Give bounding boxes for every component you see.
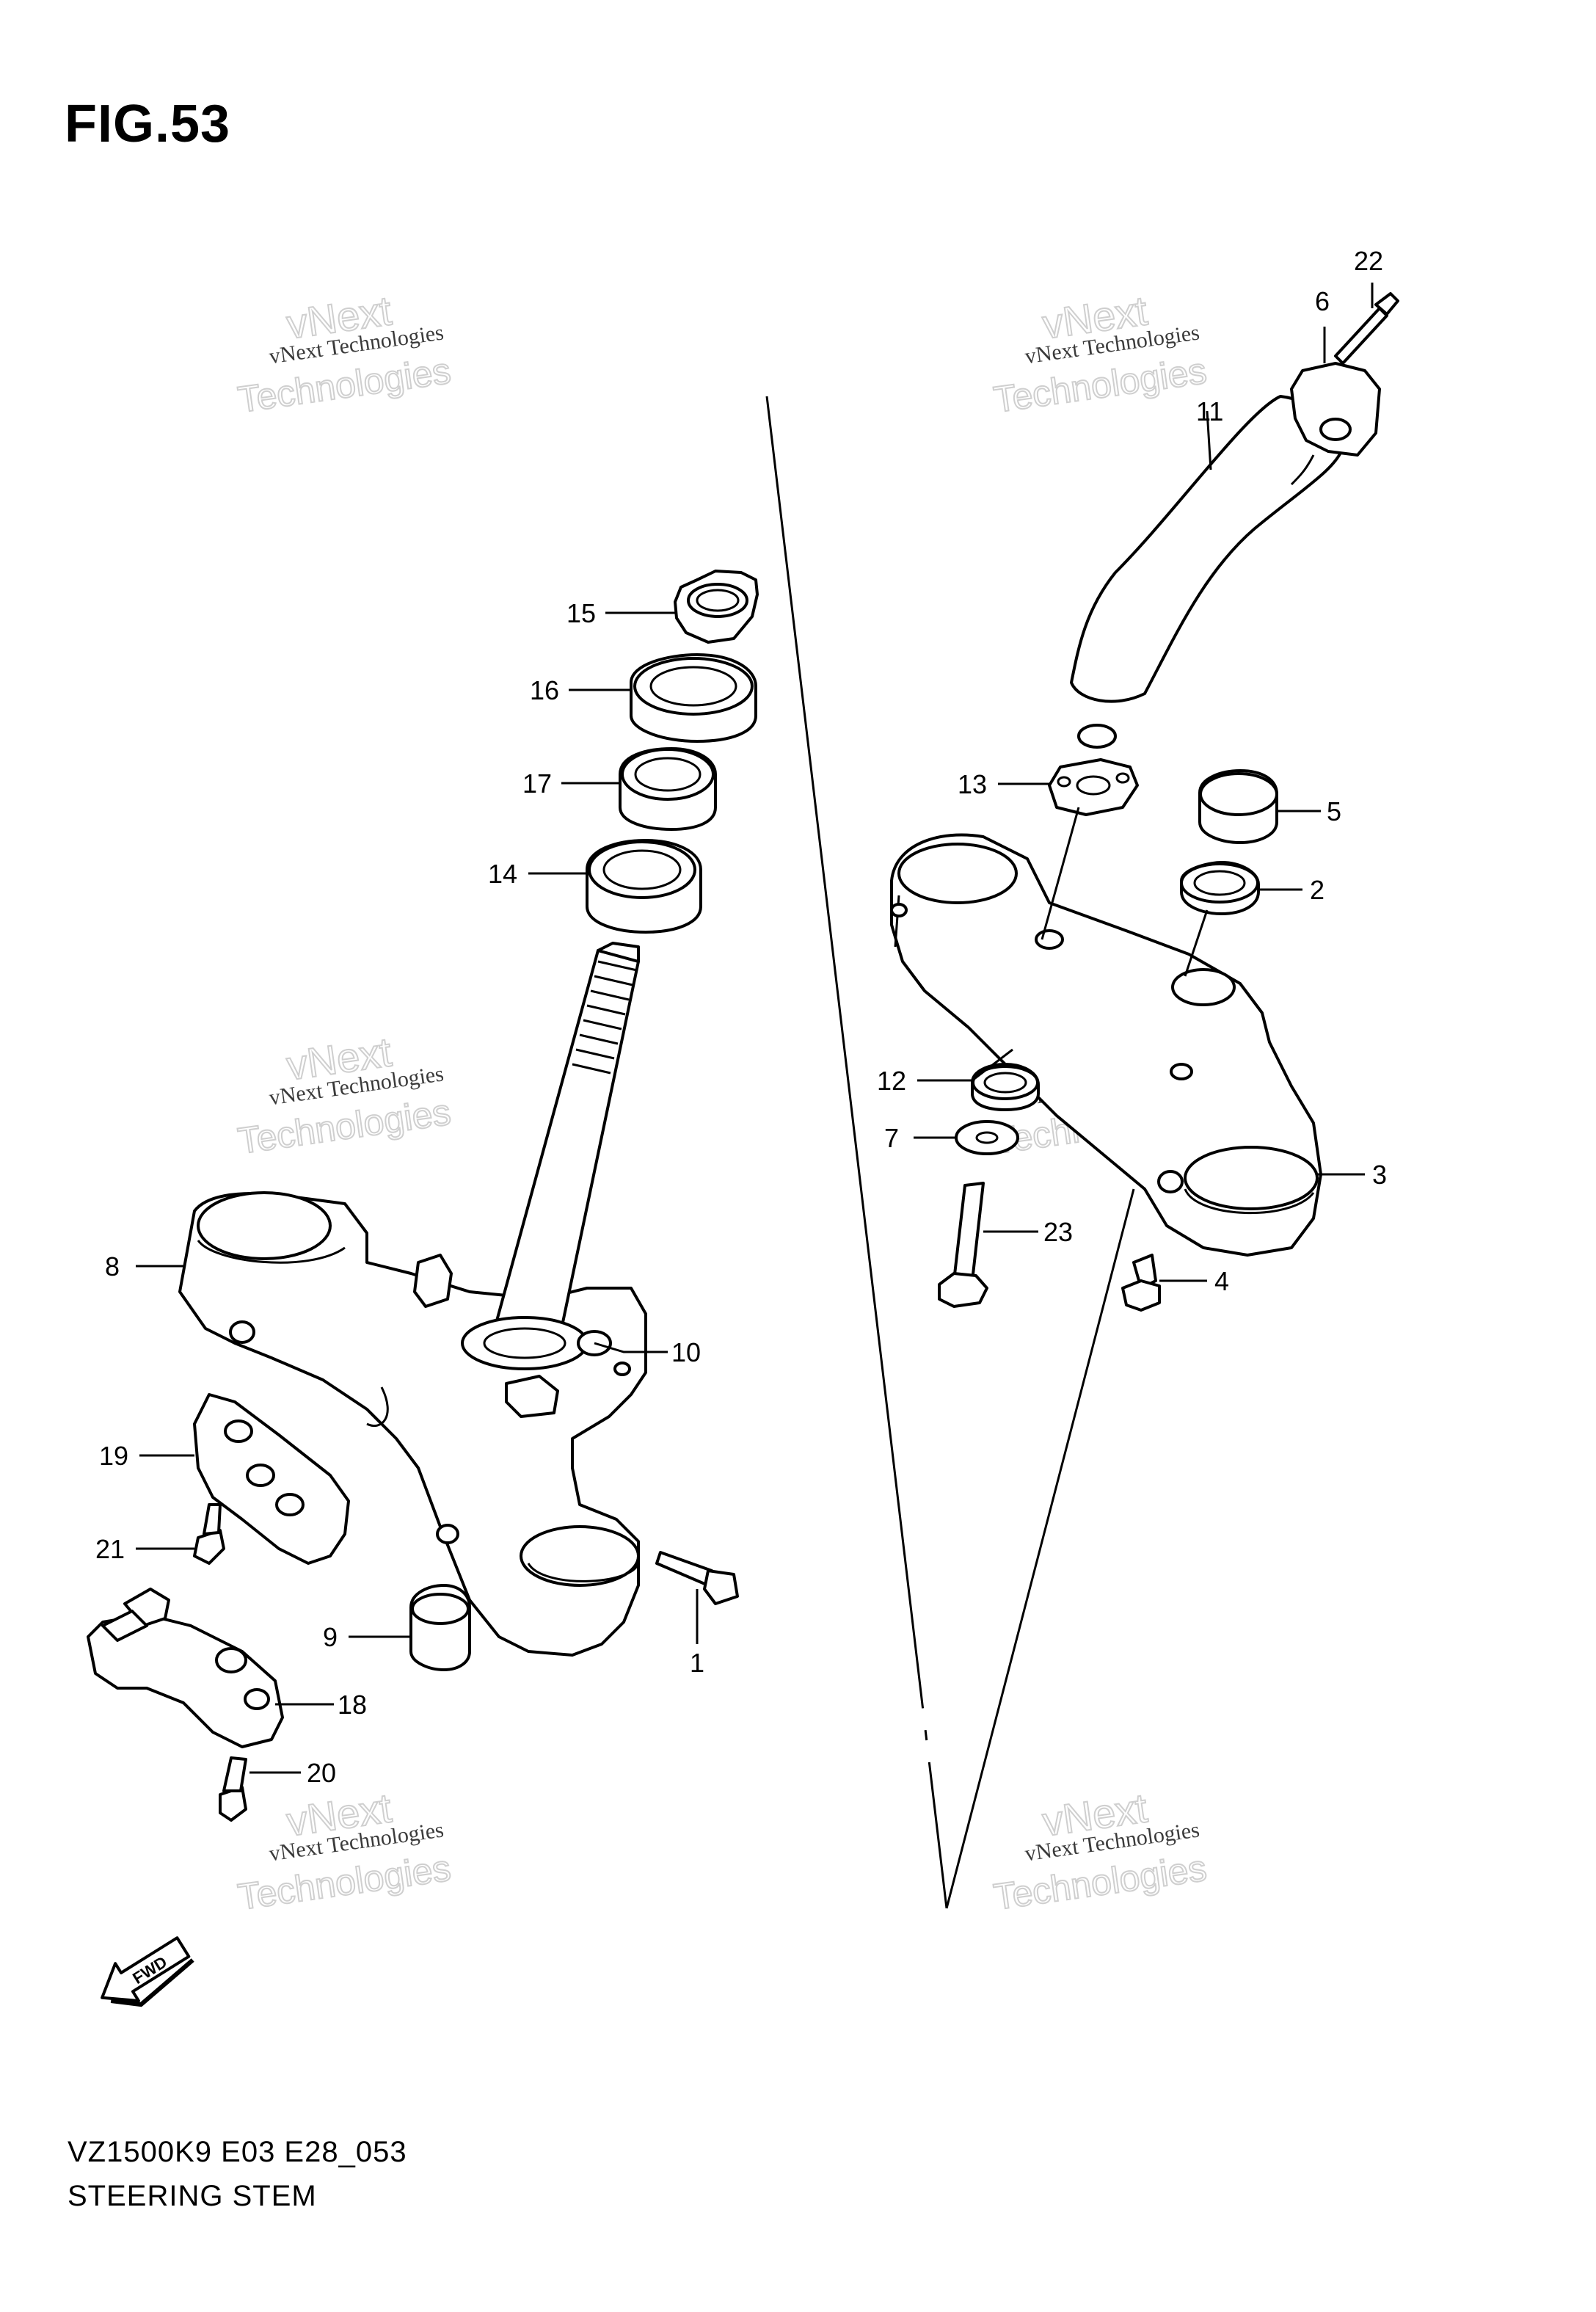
watermark-top-right: vNext Technologies vNext Technologies bbox=[991, 286, 1210, 421]
watermark-bottom-right: vNext Technologies vNext Technologies bbox=[991, 1784, 1210, 1919]
bolt-part-23 bbox=[938, 1182, 988, 1308]
plate-part-13 bbox=[1048, 724, 1139, 816]
stem-nut-part-15 bbox=[674, 570, 759, 644]
handlebar-holder-part-6 bbox=[1290, 362, 1381, 457]
callout-13: 13 bbox=[958, 769, 987, 799]
callout-19: 19 bbox=[99, 1441, 128, 1471]
callout-4: 4 bbox=[1214, 1266, 1229, 1296]
washer-part-7 bbox=[955, 1120, 1019, 1155]
assembly-guide-lines bbox=[765, 396, 1135, 1909]
callout-11: 11 bbox=[1196, 396, 1223, 426]
callout-2: 2 bbox=[1310, 875, 1324, 905]
callout-15: 15 bbox=[566, 598, 596, 628]
callout-20: 20 bbox=[307, 1758, 336, 1788]
callout-8: 8 bbox=[105, 1251, 120, 1282]
callout-14: 14 bbox=[488, 859, 517, 889]
lower-bearing-part-14 bbox=[586, 839, 702, 934]
model-code: VZ1500K9 E03 E28_053 bbox=[68, 2136, 407, 2168]
callout-16: 16 bbox=[530, 675, 559, 705]
handlebar-cover-part-11 bbox=[1070, 395, 1344, 703]
callout-12: 12 bbox=[877, 1066, 906, 1096]
callout-5: 5 bbox=[1327, 796, 1341, 826]
bolt-part-20 bbox=[219, 1756, 247, 1822]
dust-seal-part-16 bbox=[630, 653, 757, 743]
svg-text:Technologies: Technologies bbox=[236, 350, 453, 421]
cap-part-5 bbox=[1198, 769, 1278, 844]
svg-text:Technologies: Technologies bbox=[236, 1091, 453, 1162]
callout-7: 7 bbox=[884, 1123, 899, 1153]
upper-bearing-part-17 bbox=[619, 747, 717, 831]
bolt-part-22 bbox=[1334, 292, 1399, 365]
callout-1: 1 bbox=[690, 1648, 704, 1678]
leader-lines bbox=[136, 283, 1374, 1774]
washer-part-12 bbox=[971, 1063, 1040, 1111]
watermark-middle-left: vNext Technologies vNext Technologies bbox=[235, 1028, 454, 1163]
watermark-top-left: vNext Technologies vNext Technologies bbox=[235, 286, 454, 421]
fwd-arrow: FWD bbox=[101, 1936, 194, 2007]
svg-text:Technologies: Technologies bbox=[991, 1847, 1209, 1918]
callout-22: 22 bbox=[1354, 246, 1383, 276]
bush-part-9 bbox=[409, 1584, 471, 1671]
callout-3: 3 bbox=[1372, 1160, 1387, 1190]
lock-bracket-part-18 bbox=[87, 1588, 284, 1748]
bolt-part-4 bbox=[1121, 1254, 1161, 1312]
washer-part-2 bbox=[1180, 861, 1260, 915]
assembly-name: STEERING STEM bbox=[68, 2180, 317, 2212]
callout-21: 21 bbox=[95, 1534, 125, 1564]
callout-9: 9 bbox=[323, 1622, 338, 1652]
svg-text:Technologies: Technologies bbox=[236, 1847, 453, 1918]
watermark-bottom-left: vNext Technologies vNext Technologies bbox=[235, 1784, 454, 1919]
callout-23: 23 bbox=[1043, 1217, 1073, 1247]
bracket-part-19 bbox=[193, 1393, 350, 1565]
bolt-part-21 bbox=[193, 1503, 225, 1565]
upper-bracket-part-3 bbox=[890, 833, 1322, 1257]
callout-18: 18 bbox=[338, 1690, 367, 1720]
callout-17: 17 bbox=[522, 768, 552, 799]
bolt-part-1 bbox=[655, 1551, 739, 1605]
figure-title: FIG.53 bbox=[65, 95, 231, 153]
svg-text:Technologies: Technologies bbox=[991, 350, 1209, 421]
steering-stem-shaft bbox=[461, 942, 640, 1418]
callout-10: 10 bbox=[671, 1337, 701, 1367]
callout-labels: 15 16 17 14 8 10 19 21 18 20 9 1 11 6 22… bbox=[95, 246, 1387, 1788]
callout-6: 6 bbox=[1315, 286, 1330, 316]
